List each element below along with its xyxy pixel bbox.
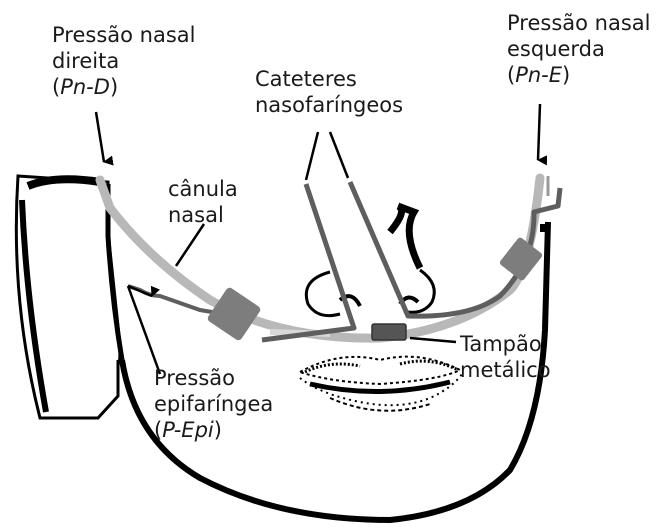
label-canula-line1: cânula (168, 176, 238, 202)
tape-right (499, 236, 544, 281)
metallic-plug (372, 324, 406, 340)
label-pn-e-line1: Pressão nasal (507, 10, 650, 36)
label-pn-d-line1: Pressão nasal (52, 22, 195, 48)
label-pn-d-open: ( (52, 75, 60, 99)
label-pn-d-code: Pn-D (60, 75, 110, 99)
label-pn-e-line2: esquerda (507, 36, 650, 62)
tape-left (206, 286, 262, 342)
label-cateteres: Cateteres nasofaríngeos (255, 66, 403, 118)
label-canula-line2: nasal (168, 202, 238, 228)
label-p-epi-line3: (P-Epi) (154, 417, 273, 443)
label-pn-d-close: ) (110, 75, 118, 99)
label-cateteres-line1: Cateteres (255, 66, 403, 92)
label-p-epi: Pressão epifaríngea (P-Epi) (154, 365, 273, 443)
label-p-epi-close: ) (214, 418, 222, 442)
label-cateteres-line2: nasofaríngeos (255, 92, 403, 118)
label-p-epi-code: P-Epi (162, 418, 214, 442)
label-pn-d-line2: direita (52, 48, 195, 74)
label-pn-e-open: ( (507, 63, 515, 87)
label-pn-d: Pressão nasal direita (Pn-D) (52, 22, 195, 100)
label-pn-e-line3: (Pn-E) (507, 62, 650, 88)
label-pn-e-close: ) (562, 63, 570, 87)
cheek-left (16, 176, 122, 418)
label-p-epi-line2: epifaríngea (154, 391, 273, 417)
label-tampao-line2: metálico (460, 357, 551, 383)
label-p-epi-line1: Pressão (154, 365, 273, 391)
label-pn-e-code: Pn-E (515, 63, 562, 87)
label-tampao: Tampão metálico (460, 331, 551, 383)
label-pn-e: Pressão nasal esquerda (Pn-E) (507, 10, 650, 88)
lips (300, 357, 462, 411)
label-canula: cânula nasal (168, 176, 238, 228)
nose (306, 206, 434, 316)
label-tampao-line1: Tampão (460, 331, 551, 357)
label-pn-d-line3: (Pn-D) (52, 74, 195, 100)
label-p-epi-open: ( (154, 418, 162, 442)
